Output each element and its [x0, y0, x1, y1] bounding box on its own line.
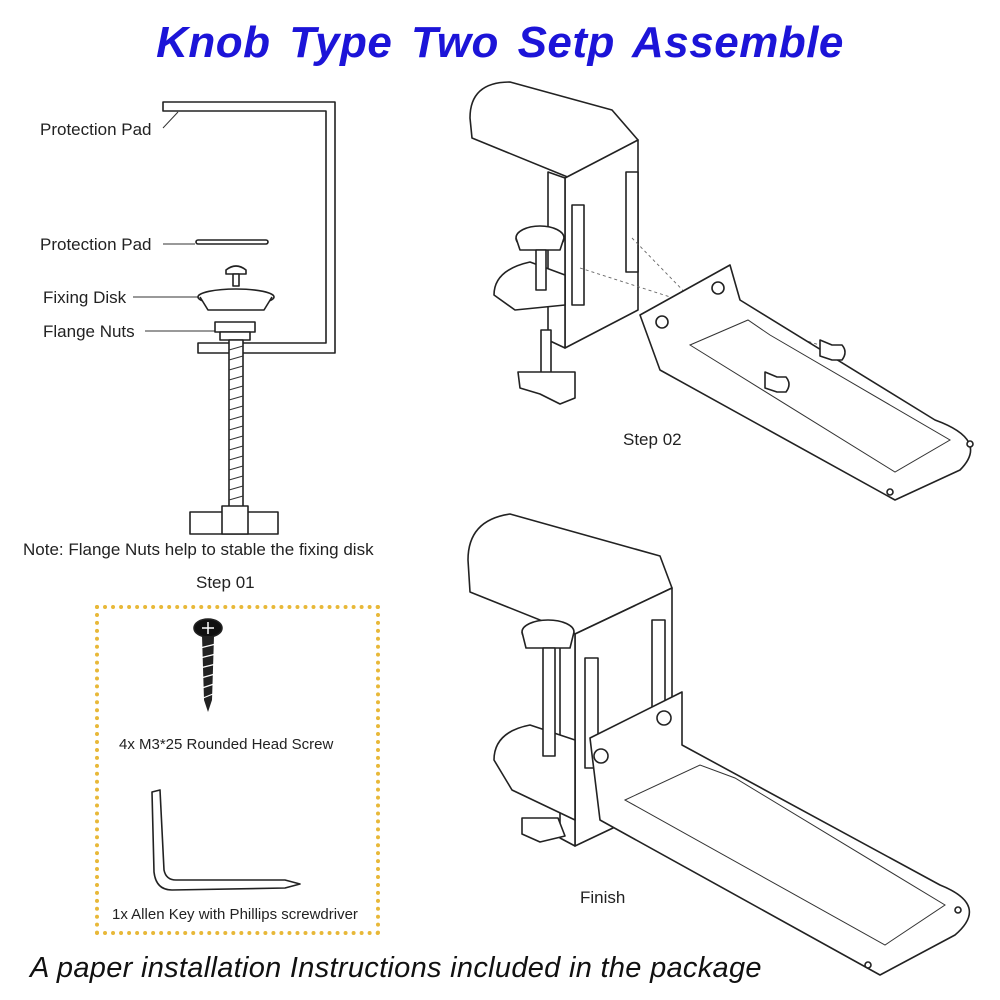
label-flange-nuts: Flange Nuts: [43, 322, 135, 341]
package-key-label: 1x Allen Key with Phillips screwdriver: [112, 906, 358, 923]
step01-note: Note: Flange Nuts help to stable the fix…: [23, 540, 374, 559]
finish-caption: Finish: [580, 888, 626, 907]
footer-note: A paper installation Instructions includ…: [30, 952, 762, 984]
page-title: Knob Type Two Setp Assemble: [156, 18, 844, 67]
label-protection-pad-top: Protection Pad: [40, 120, 152, 139]
step01-caption: Step 01: [196, 573, 255, 592]
label-protection-pad: Protection Pad: [40, 235, 152, 254]
package-screw-label: 4x M3*25 Rounded Head Screw: [119, 736, 334, 753]
label-fixing-disk: Fixing Disk: [43, 288, 127, 307]
step02-caption: Step 02: [623, 430, 682, 449]
package-contents-box: [95, 605, 380, 935]
